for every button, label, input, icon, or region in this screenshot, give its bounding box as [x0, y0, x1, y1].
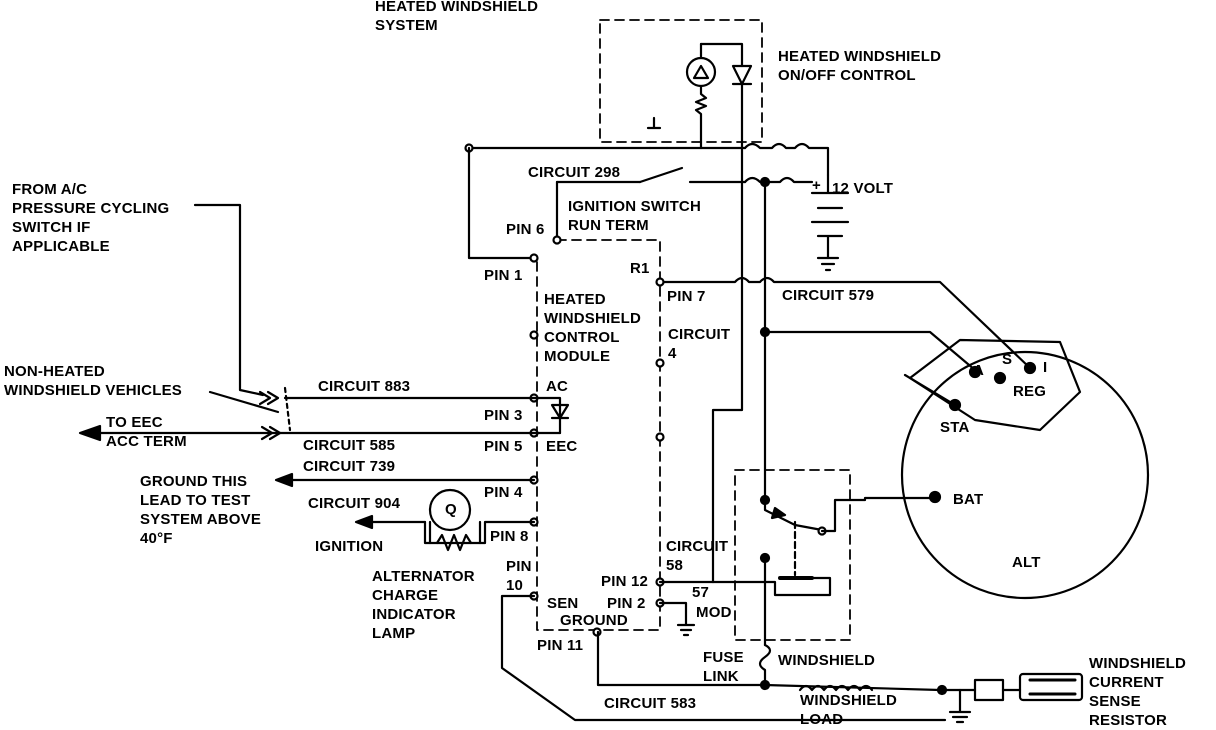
circuit-579-label: CIRCUIT 579: [782, 287, 875, 304]
non-heated-label: NON-HEATED WINDSHIELD VEHICLES: [4, 363, 182, 399]
pin-7-label: PIN 7: [667, 288, 706, 305]
sense-resistor-label: WINDSHIELD CURRENT SENSE RESISTOR: [1089, 655, 1186, 729]
pin-2-label: PIN 2: [607, 595, 646, 612]
onoff-indicator-led: [685, 56, 717, 88]
pin-4-label: PIN 4: [484, 484, 523, 501]
ground-label: GROUND: [560, 612, 628, 629]
circuit-298-label: CIRCUIT 298: [528, 164, 621, 181]
sta-label: STA: [940, 419, 970, 436]
circuit-58-label: CIRCUIT 58: [666, 538, 729, 574]
alt-label: ALT: [1012, 554, 1041, 571]
charge-indicator-lamp: [428, 488, 472, 532]
relay-enclosure: [734, 469, 851, 641]
circuit-739-label: CIRCUIT 739: [303, 458, 396, 475]
alternator: [900, 350, 1150, 600]
mod-label: MOD: [696, 604, 732, 621]
plus-sign: +: [812, 177, 821, 194]
bat-label: BAT: [953, 491, 984, 508]
r1-label: R1: [630, 260, 650, 277]
ground-this-label: GROUND THIS LEAD TO TEST SYSTEM ABOVE 40…: [140, 473, 262, 547]
onoff-control-enclosure: [599, 19, 763, 143]
pin-6-label: PIN 6: [506, 221, 545, 238]
to-eec-label: TO EEC ACC TERM: [106, 414, 187, 450]
ignition-label: IGNITION: [315, 538, 384, 555]
lamp-q-label: Q: [445, 501, 457, 518]
circuit-57-label: 57: [692, 584, 710, 601]
fuse-link: [758, 643, 772, 687]
current-sense-resistor: [973, 678, 1005, 702]
windshield-load-label: WINDSHIELD LOAD: [800, 692, 897, 728]
fuse-link-label: FUSE LINK: [703, 649, 744, 685]
pin-11-label: PIN 11: [537, 637, 584, 654]
reg-label: REG: [1013, 383, 1047, 400]
pin-12-label: PIN 12: [601, 573, 649, 590]
ac-diode: [550, 403, 570, 420]
ignition-switch-label: IGNITION SWITCH RUN TERM: [568, 198, 701, 234]
circuit-585-label: CIRCUIT 585: [303, 437, 396, 454]
pin-5-label: PIN 5: [484, 438, 523, 455]
control-module-enclosure: [536, 239, 661, 631]
twelve-volt-label: 12 VOLT: [832, 180, 894, 197]
pin-8-label: PIN 8: [490, 528, 529, 545]
pin-3-label: PIN 3: [484, 407, 523, 424]
regulator-plug: [908, 338, 1082, 432]
pin-10-label: PIN 10: [506, 558, 532, 594]
control-module-label: HEATED WINDSHIELD CONTROL MODULE: [544, 291, 641, 365]
terminal-a-label: A: [973, 362, 985, 379]
circuit-4-label: CIRCUIT 4: [668, 326, 731, 362]
circuit-904-label: CIRCUIT 904: [308, 495, 401, 512]
ac-label: AC: [546, 378, 569, 395]
pin-1-label: PIN 1: [484, 267, 523, 284]
eec-label: EEC: [546, 438, 578, 455]
system-title: HEATED WINDSHIELD SYSTEM: [375, 0, 539, 34]
onoff-control-label: HEATED WINDSHIELD ON/OFF CONTROL: [778, 48, 942, 84]
circuit-583-label: CIRCUIT 583: [604, 695, 697, 712]
terminal-i-label: I: [1043, 359, 1048, 376]
terminal-s-label: S: [1002, 351, 1013, 368]
sen-label: SEN: [547, 595, 579, 612]
alternator-lamp-label: ALTERNATOR CHARGE INDICATOR LAMP: [372, 568, 475, 642]
windshield-label: WINDSHIELD: [778, 652, 875, 669]
from-ac-label: FROM A/C PRESSURE CYCLING SWITCH IF APPL…: [12, 181, 170, 255]
onoff-diode: [731, 64, 753, 86]
battery: [810, 173, 850, 260]
circuit-883-label: CIRCUIT 883: [318, 378, 411, 395]
